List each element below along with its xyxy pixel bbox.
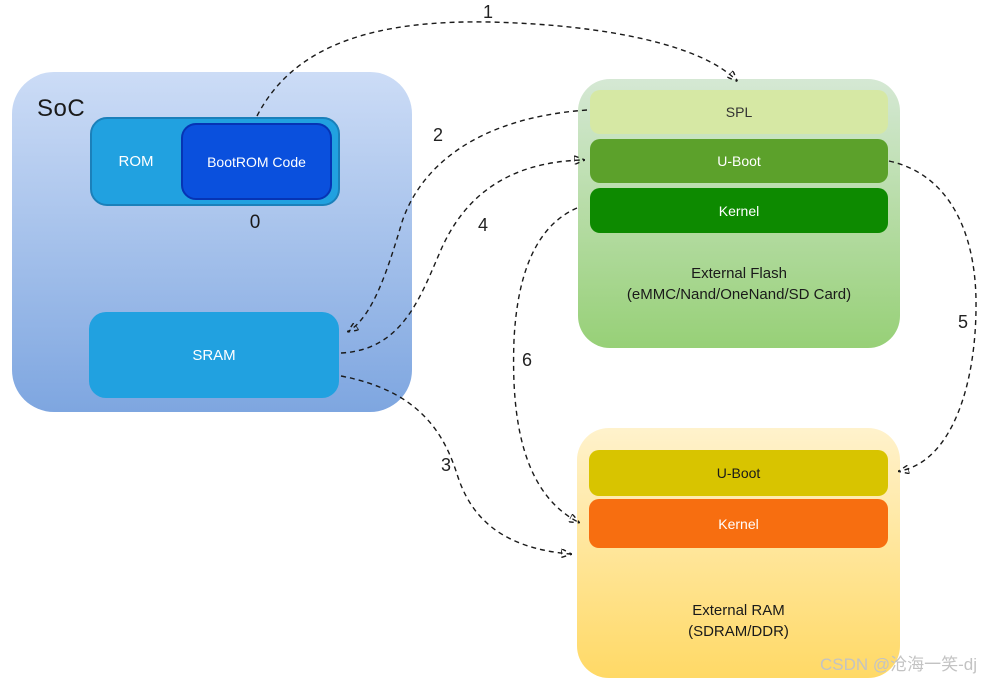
arrow-label-4: 4 xyxy=(477,215,489,235)
flash-kernel-label: Kernel xyxy=(718,202,760,219)
arrow-label-2: 2 xyxy=(432,125,444,145)
ram-kernel-bar: Kernel xyxy=(589,499,888,548)
step-0-label: 0 xyxy=(249,212,261,233)
flash-kernel-bar: Kernel xyxy=(590,188,888,233)
ram-kernel-label: Kernel xyxy=(718,515,759,532)
arrow-label-5: 5 xyxy=(957,312,969,332)
external-flash-caption: External Flash (eMMC/Nand/OneNand/SD Car… xyxy=(578,263,900,305)
sram-label: SRAM xyxy=(192,346,236,364)
flash-uboot-label: U-Boot xyxy=(717,153,761,169)
ram-uboot-label: U-Boot xyxy=(716,465,761,481)
arrow-label-3: 3 xyxy=(440,455,452,475)
external-ram-caption: External RAM (SDRAM/DDR) xyxy=(577,600,900,642)
bootrom-code-label: BootROM Code xyxy=(207,153,306,170)
ram-uboot-bar: U-Boot xyxy=(589,450,888,496)
flash-spl-bar: SPL xyxy=(590,90,888,134)
external-ram-caption-line1: External RAM xyxy=(692,602,785,619)
flash-uboot-bar: U-Boot xyxy=(590,139,888,183)
arrow-label-1: 1 xyxy=(482,2,494,22)
soc-title: SoC xyxy=(37,95,86,122)
external-flash-caption-line2: (eMMC/Nand/OneNand/SD Card) xyxy=(626,286,852,303)
external-ram-caption-line2: (SDRAM/DDR) xyxy=(688,623,789,640)
flash-spl-label: SPL xyxy=(725,104,753,120)
rom-label: ROM xyxy=(118,153,154,170)
external-flash-caption-line1: External Flash xyxy=(691,265,787,282)
bootrom-code-box: BootROM Code xyxy=(181,123,332,200)
csdn-watermark: CSDN @沧海一笑-dj xyxy=(820,655,978,674)
arrow-label-6: 6 xyxy=(521,350,533,370)
sram-box: SRAM xyxy=(89,312,339,398)
